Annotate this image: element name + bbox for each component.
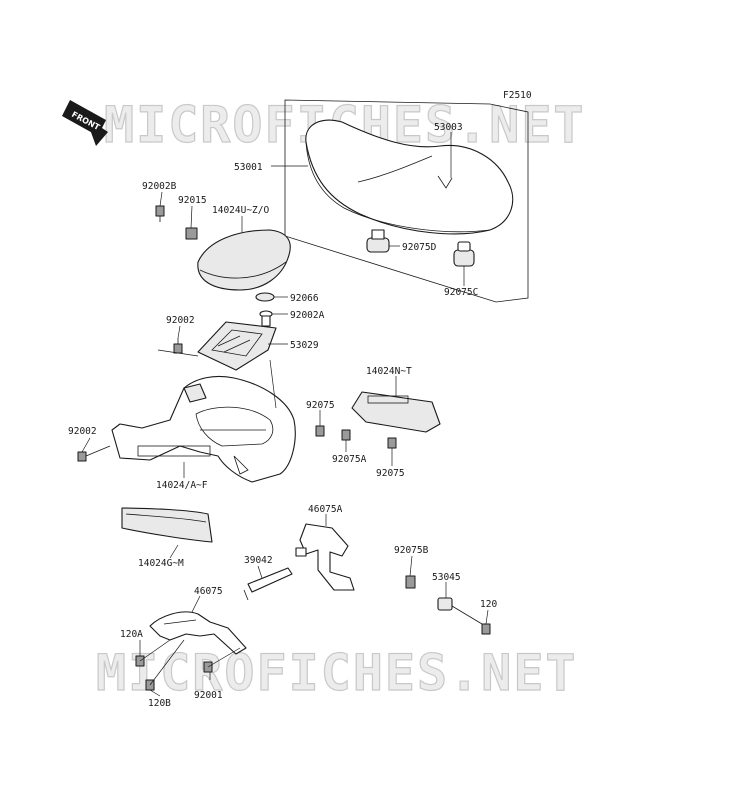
label-92075-right: 92075 — [376, 468, 405, 479]
label-53001: 53001 — [234, 162, 263, 173]
label-92002-top: 92002 — [166, 315, 195, 326]
damper-92075-left — [315, 425, 325, 437]
cover-14024G — [121, 507, 213, 543]
label-92075A: 92075A — [332, 454, 367, 465]
rod-39042 — [243, 567, 293, 601]
label-14024A: 14024/A~F — [156, 480, 208, 491]
damper-92075B — [405, 575, 416, 589]
label-14024U: 14024U~Z/O — [212, 205, 269, 216]
bracket-46075 — [149, 611, 247, 655]
leader-lines — [81, 132, 489, 697]
watermark-bottom: MICROFICHES.NET — [96, 644, 578, 702]
label-46075A: 46075A — [308, 504, 343, 515]
label-92066: 92066 — [290, 293, 319, 304]
bracket-53029-edge — [157, 349, 199, 357]
bracket-46075A — [295, 523, 355, 591]
label-92075-left: 92075 — [306, 400, 335, 411]
label-39042: 39042 — [244, 555, 273, 566]
label-53003: 53003 — [434, 122, 463, 133]
label-92002A: 92002A — [290, 310, 325, 321]
label-53045: 53045 — [432, 572, 461, 583]
clip-92015 — [185, 227, 198, 240]
bolt-120 — [451, 605, 491, 635]
front-arrow-icon: FRONT — [62, 100, 108, 146]
figure-code: F2510 — [503, 90, 532, 101]
label-14024G: 14024G~M — [138, 558, 184, 569]
bolt-92002-left — [77, 445, 111, 462]
clamp-53045 — [437, 597, 453, 611]
tail-cowl-14024A — [111, 375, 296, 483]
label-46075: 46075 — [194, 586, 223, 597]
bracket-53029 — [197, 321, 277, 371]
label-120A: 120A — [120, 629, 143, 640]
bolt-92002B — [155, 205, 165, 222]
label-14024N: 14024N~T — [366, 366, 412, 377]
damper-92075A — [341, 429, 351, 441]
damper-92075-right — [387, 437, 397, 449]
label-92002-left: 92002 — [68, 426, 97, 437]
seat-53001 — [305, 119, 514, 235]
bolt-92002A — [259, 310, 273, 327]
damper-92075C — [453, 241, 475, 267]
label-92075C: 92075C — [444, 287, 478, 298]
seat-cover-14024U — [197, 229, 291, 291]
mudguard-14024N — [351, 391, 441, 433]
label-92001: 92001 — [194, 690, 223, 701]
washer-92066 — [255, 292, 275, 302]
label-92075B: 92075B — [394, 545, 429, 556]
label-92015: 92015 — [178, 195, 207, 206]
label-92075D: 92075D — [402, 242, 437, 253]
label-53029: 53029 — [290, 340, 319, 351]
label-120: 120 — [480, 599, 497, 610]
bolt-92002-top — [173, 338, 183, 354]
label-92002B: 92002B — [142, 181, 177, 192]
damper-92075D — [366, 229, 390, 253]
label-120B: 120B — [148, 698, 171, 709]
